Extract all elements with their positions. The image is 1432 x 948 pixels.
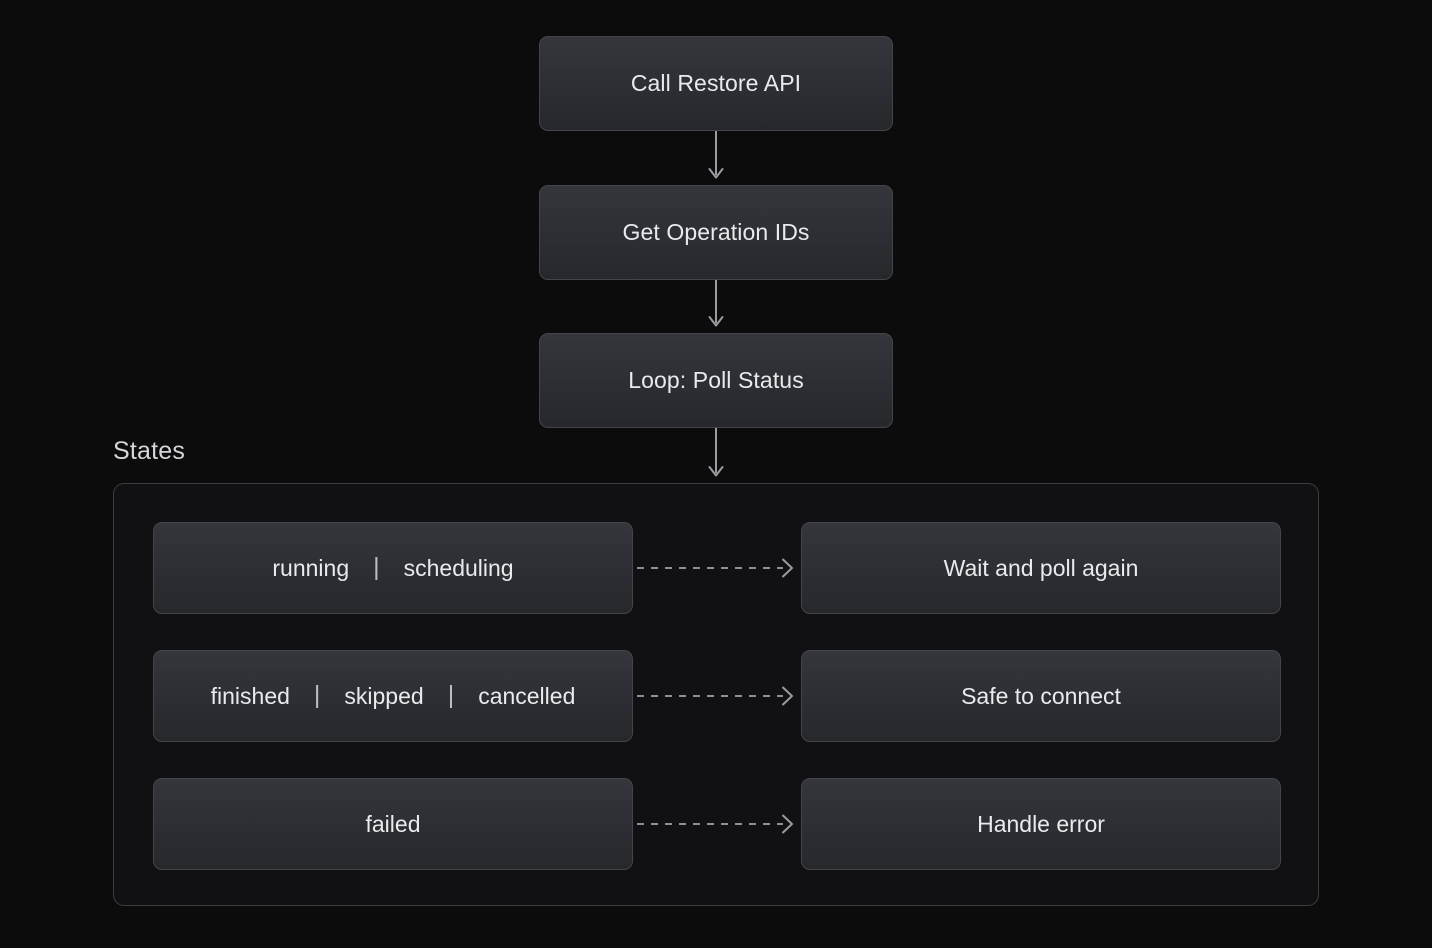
node-get-operation-ids[interactable]: Get Operation IDs	[539, 185, 893, 280]
action-node-safe-to-connect[interactable]: Safe to connect	[801, 650, 1281, 742]
states-subgraph-title: States	[113, 437, 186, 465]
node-loop-poll-status[interactable]: Loop: Poll Status	[539, 333, 893, 428]
state-separator: |	[313, 680, 321, 709]
state-label: finished	[210, 682, 290, 709]
action-label: Wait and poll again	[943, 554, 1139, 581]
state-row: running | scheduling Wait and poll again	[114, 522, 1318, 614]
state-label: scheduling	[403, 554, 514, 581]
arrow-get-operation-ids-to-loop-poll-status	[704, 280, 728, 334]
state-node-failed[interactable]: failed	[153, 778, 633, 870]
dashed-arrow-to-wait-and-poll-again	[637, 554, 801, 582]
state-label: skipped	[344, 682, 424, 709]
dashed-arrow-to-safe-to-connect	[637, 682, 801, 710]
node-call-restore-api[interactable]: Call Restore API	[539, 36, 893, 131]
node-label: Call Restore API	[630, 70, 802, 96]
state-node-finished-skipped-cancelled[interactable]: finished | skipped | cancelled	[153, 650, 633, 742]
node-label: Get Operation IDs	[622, 219, 810, 245]
action-node-wait-and-poll-again[interactable]: Wait and poll again	[801, 522, 1281, 614]
action-node-handle-error[interactable]: Handle error	[801, 778, 1281, 870]
state-separator: |	[447, 680, 455, 709]
action-label: Handle error	[977, 810, 1105, 837]
state-label: failed	[365, 810, 421, 837]
state-row: finished | skipped | cancelled Safe to c…	[114, 650, 1318, 742]
dashed-arrow-to-handle-error	[637, 810, 801, 838]
state-separator: |	[373, 552, 380, 581]
state-node-running-scheduling[interactable]: running | scheduling	[153, 522, 633, 614]
arrow-loop-poll-status-to-states	[704, 428, 728, 484]
node-label: Loop: Poll Status	[628, 367, 804, 393]
arrow-call-restore-api-to-get-operation-ids	[704, 131, 728, 186]
states-subgraph-container: running | scheduling Wait and poll again…	[113, 483, 1319, 906]
action-label: Safe to connect	[961, 682, 1121, 709]
state-label: running	[272, 554, 350, 581]
state-label: cancelled	[478, 682, 576, 709]
state-row: failed Handle error	[114, 778, 1318, 870]
